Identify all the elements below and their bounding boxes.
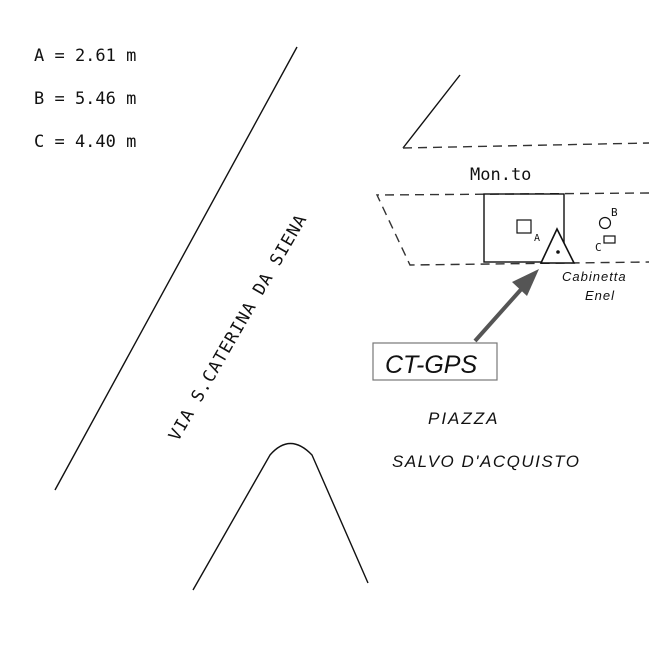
- cabinet-label-line2: Enel: [585, 288, 615, 303]
- legend-b: B = 5.46 m: [34, 89, 136, 109]
- point-b-label: B: [611, 206, 618, 219]
- point-a-label: A: [534, 233, 540, 244]
- monument-area-dashed: [375, 192, 649, 266]
- station-label-box: [372, 342, 498, 381]
- gps-station-dot: [556, 250, 560, 254]
- square-label-line2: SALVO D'ACQUISTO: [392, 452, 580, 471]
- street-label: VIA S.CATERINA DA SIENA: [165, 211, 312, 445]
- street-edge-line: [54, 46, 298, 491]
- monument-label: Mon.to: [470, 165, 531, 185]
- point-c-marker: [603, 235, 616, 244]
- distance-legend: A = 2.61 m B = 5.46 m C = 4.40 m: [34, 46, 136, 152]
- legend-c: C = 4.40 m: [34, 132, 136, 152]
- legend-a: A = 2.61 m: [34, 46, 136, 66]
- road-curve-line: [192, 442, 369, 591]
- monument-outline: [483, 193, 565, 263]
- station-label: CT-GPS: [385, 351, 477, 379]
- pointer-arrow-icon: [473, 269, 539, 343]
- square-label-line1: PIAZZA: [428, 409, 500, 428]
- point-c-label: C: [595, 241, 602, 254]
- square-edge-line: [402, 74, 461, 149]
- cabinet-label-line1: Cabinetta: [562, 269, 627, 284]
- gps-station-triangle-icon: [539, 227, 576, 264]
- point-b-marker: [598, 216, 612, 230]
- square-dashed-edge: [402, 142, 649, 149]
- point-a-marker: [516, 219, 532, 234]
